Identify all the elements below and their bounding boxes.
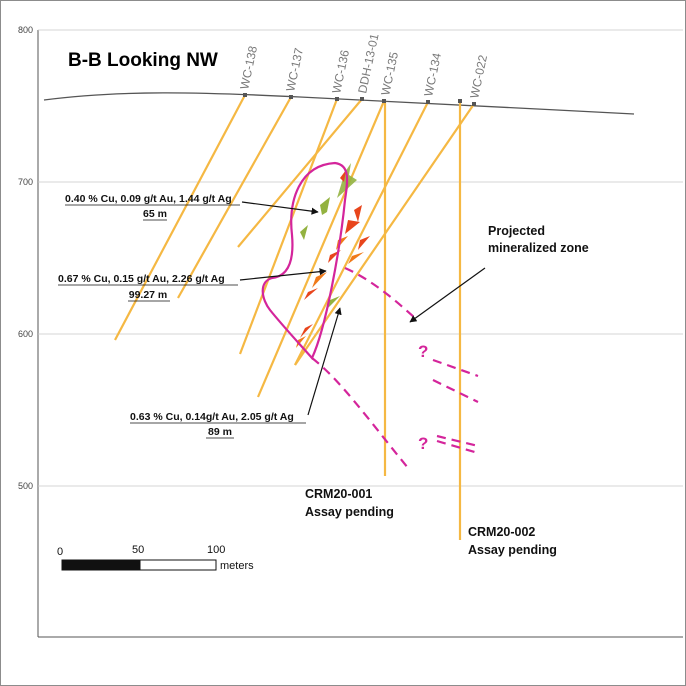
drillhole-label: WC-137: [283, 46, 306, 92]
drillhole-trace: [238, 98, 339, 355]
pending-hole-name: CRM20-002: [468, 525, 535, 539]
drillhole-label: WC-138: [237, 44, 260, 90]
y-tick-label: 500: [18, 481, 33, 491]
mineralized-envelope: [261, 161, 349, 360]
collar-marker: [458, 99, 462, 103]
collar-markers: [243, 93, 476, 106]
pending-hole-name: CRM20-001: [305, 487, 372, 501]
drillhole-trace: [114, 94, 246, 341]
assay-histogram: [345, 220, 360, 234]
drillhole-label: WC-136: [329, 48, 352, 94]
collar-marker: [243, 93, 247, 97]
drillhole-label: WC-134: [421, 51, 444, 97]
assay-histogram: [340, 170, 346, 182]
scale-bar-white: [139, 559, 217, 571]
projected-extensions: [311, 266, 479, 469]
projected-extension: [436, 434, 479, 448]
intercept-annotation: 0.67 % Cu, 0.15 g/t Au, 2.26 g/t Ag: [58, 273, 225, 285]
question-mark: ?: [418, 434, 428, 453]
drillhole-label: DDH-13-01: [355, 32, 381, 95]
projected-extension: [436, 439, 479, 455]
assay-histogram: [354, 205, 362, 222]
drillhole-trace: [237, 98, 363, 248]
leader-arrow: [241, 201, 319, 215]
pending-hole-status: Assay pending: [468, 543, 557, 557]
assay-histogram: [300, 324, 313, 338]
intercept-annotation: 0.63 % Cu, 0.14g/t Au, 2.05 g/t Ag: [130, 411, 294, 423]
y-tick-label: 600: [18, 329, 33, 339]
collar-marker: [472, 102, 476, 106]
leader-arrow: [307, 307, 342, 416]
section-title: B-B Looking NW: [68, 50, 218, 71]
assay-histograms: [296, 163, 370, 348]
scale-label: 100: [207, 544, 225, 556]
drillhole-trace: [256, 100, 386, 398]
assay-histogram: [326, 296, 340, 310]
drillhole-trace: [177, 96, 292, 299]
intercept-length: 89 m: [208, 426, 232, 438]
projected-zone-label: mineralized zone: [488, 241, 589, 255]
leader-arrow: [239, 268, 327, 281]
scale-label: 0: [57, 546, 63, 558]
assay-histogram: [358, 236, 370, 250]
assay-histogram: [320, 197, 330, 215]
collar-marker: [382, 99, 386, 103]
drill-hole-traces: [114, 94, 475, 540]
assay-histogram: [300, 225, 308, 240]
collar-marker: [360, 97, 364, 101]
question-mark: ?: [418, 342, 428, 361]
projected-extension: [344, 266, 416, 319]
scale-bar-black: [61, 559, 141, 571]
assay-histogram: [312, 272, 327, 288]
intercept-annotation: 0.40 % Cu, 0.09 g/t Au, 1.44 g/t Ag: [65, 193, 232, 205]
leader-arrow: [409, 267, 486, 323]
drillhole-label: WC-135: [378, 50, 401, 96]
collar-marker: [335, 97, 339, 101]
assay-histogram: [296, 336, 306, 348]
pending-hole-status: Assay pending: [305, 505, 394, 519]
assay-histogram: [348, 252, 364, 264]
intercept-length: 65 m: [143, 208, 167, 220]
y-tick-label: 800: [18, 25, 33, 35]
intercept-length: 99.27 m: [129, 289, 168, 301]
collar-marker: [289, 95, 293, 99]
projected-zone-label: Projected: [488, 224, 545, 238]
assay-histogram: [304, 288, 318, 300]
collar-marker: [426, 100, 430, 104]
y-tick-label: 700: [18, 177, 33, 187]
scale-label: 50: [132, 544, 144, 556]
drillhole-trace: [294, 101, 429, 366]
scale-unit: meters: [220, 560, 254, 572]
projected-extension: [432, 358, 479, 378]
topography-line: [43, 92, 635, 115]
projected-extension: [432, 379, 479, 403]
projected-extension: [311, 357, 409, 469]
drillhole-label: WC-022: [467, 53, 490, 99]
